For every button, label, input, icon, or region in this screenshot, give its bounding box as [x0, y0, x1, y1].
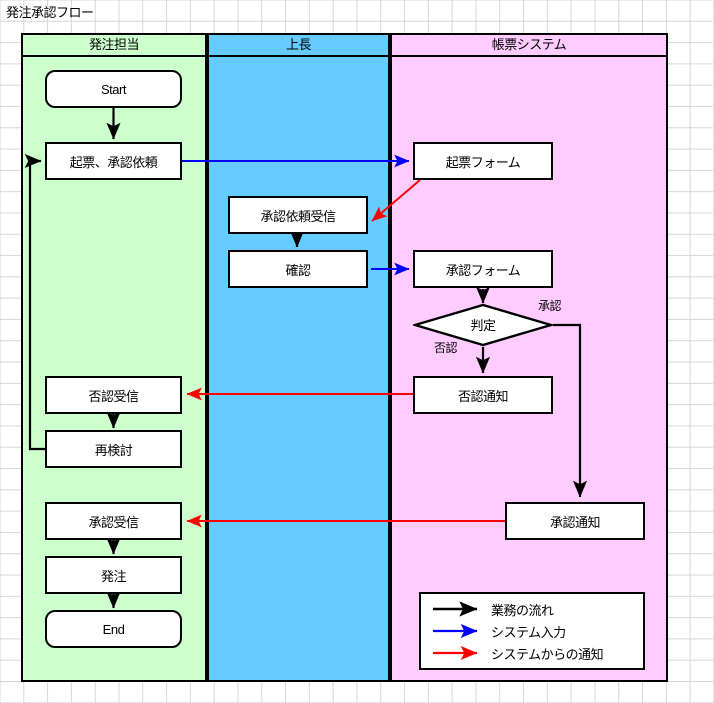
legend-line-black — [433, 601, 478, 617]
node-draft-request[interactable]: 起票、承認依頼 — [45, 142, 182, 180]
node-order-label: 発注 — [100, 568, 127, 584]
diamond-shape — [410, 303, 556, 347]
node-decision[interactable]: 判定 — [410, 303, 556, 347]
node-order[interactable]: 発注 — [45, 556, 182, 594]
legend-box: 業務の流れ システム入力 システムからの通知 — [419, 592, 645, 670]
node-approve-receive-label: 承認受信 — [88, 514, 139, 530]
node-draft-form[interactable]: 起票フォーム — [413, 142, 553, 180]
node-draft-form-label: 起票フォーム — [445, 154, 521, 170]
swimlane-body-manager — [207, 33, 390, 682]
node-reject-receive[interactable]: 否認受信 — [45, 376, 182, 414]
node-approve-notice[interactable]: 承認通知 — [505, 502, 645, 540]
legend-row-input: システム入力 — [431, 622, 566, 640]
node-reject-notice-label: 否認通知 — [457, 388, 509, 404]
node-reconsider-label: 再検討 — [94, 442, 133, 458]
swimlane-header-owner-label: 発注担当 — [88, 37, 140, 52]
node-request-received-label: 承認依頼受信 — [260, 208, 336, 224]
legend-line-blue — [433, 623, 478, 639]
swimlane-body-system — [390, 33, 668, 682]
node-end[interactable]: End — [45, 610, 182, 648]
legend-line-red — [433, 645, 478, 661]
legend-label-flow: 業務の流れ — [491, 602, 554, 618]
edge-label-rejected: 否認 — [434, 341, 458, 355]
node-approve-form[interactable]: 承認フォーム — [413, 250, 553, 288]
node-start-label: Start — [101, 81, 126, 97]
swimlane-header-system: 帳票システム — [390, 33, 668, 57]
node-reject-notice[interactable]: 否認通知 — [413, 376, 553, 414]
node-approve-form-label: 承認フォーム — [445, 262, 521, 278]
legend-label-notice: システムからの通知 — [491, 646, 604, 662]
edge-label-approved: 承認 — [538, 299, 562, 313]
node-start[interactable]: Start — [45, 70, 182, 108]
node-reconsider[interactable]: 再検討 — [45, 430, 182, 468]
legend-row-notice: システムからの通知 — [431, 644, 604, 662]
node-confirm[interactable]: 確認 — [228, 250, 368, 288]
node-approve-receive[interactable]: 承認受信 — [45, 502, 182, 540]
node-confirm-label: 確認 — [285, 262, 311, 278]
swimlane-header-system-label: 帳票システム — [491, 37, 567, 52]
swimlane-header-manager-label: 上長 — [285, 37, 312, 52]
node-decision-label: 判定 — [470, 318, 496, 333]
swimlane-header-manager: 上長 — [207, 33, 390, 57]
node-end-label: End — [102, 621, 125, 637]
node-reject-receive-label: 否認受信 — [88, 388, 139, 404]
swimlane-header-owner: 発注担当 — [21, 33, 207, 57]
node-draft-request-label: 起票、承認依頼 — [69, 154, 158, 170]
node-request-received[interactable]: 承認依頼受信 — [228, 196, 368, 234]
node-approve-notice-label: 承認通知 — [549, 514, 601, 530]
legend-row-flow: 業務の流れ — [431, 600, 554, 618]
page-title: 発注承認フロー — [6, 5, 94, 20]
legend-label-input: システム入力 — [491, 624, 566, 640]
